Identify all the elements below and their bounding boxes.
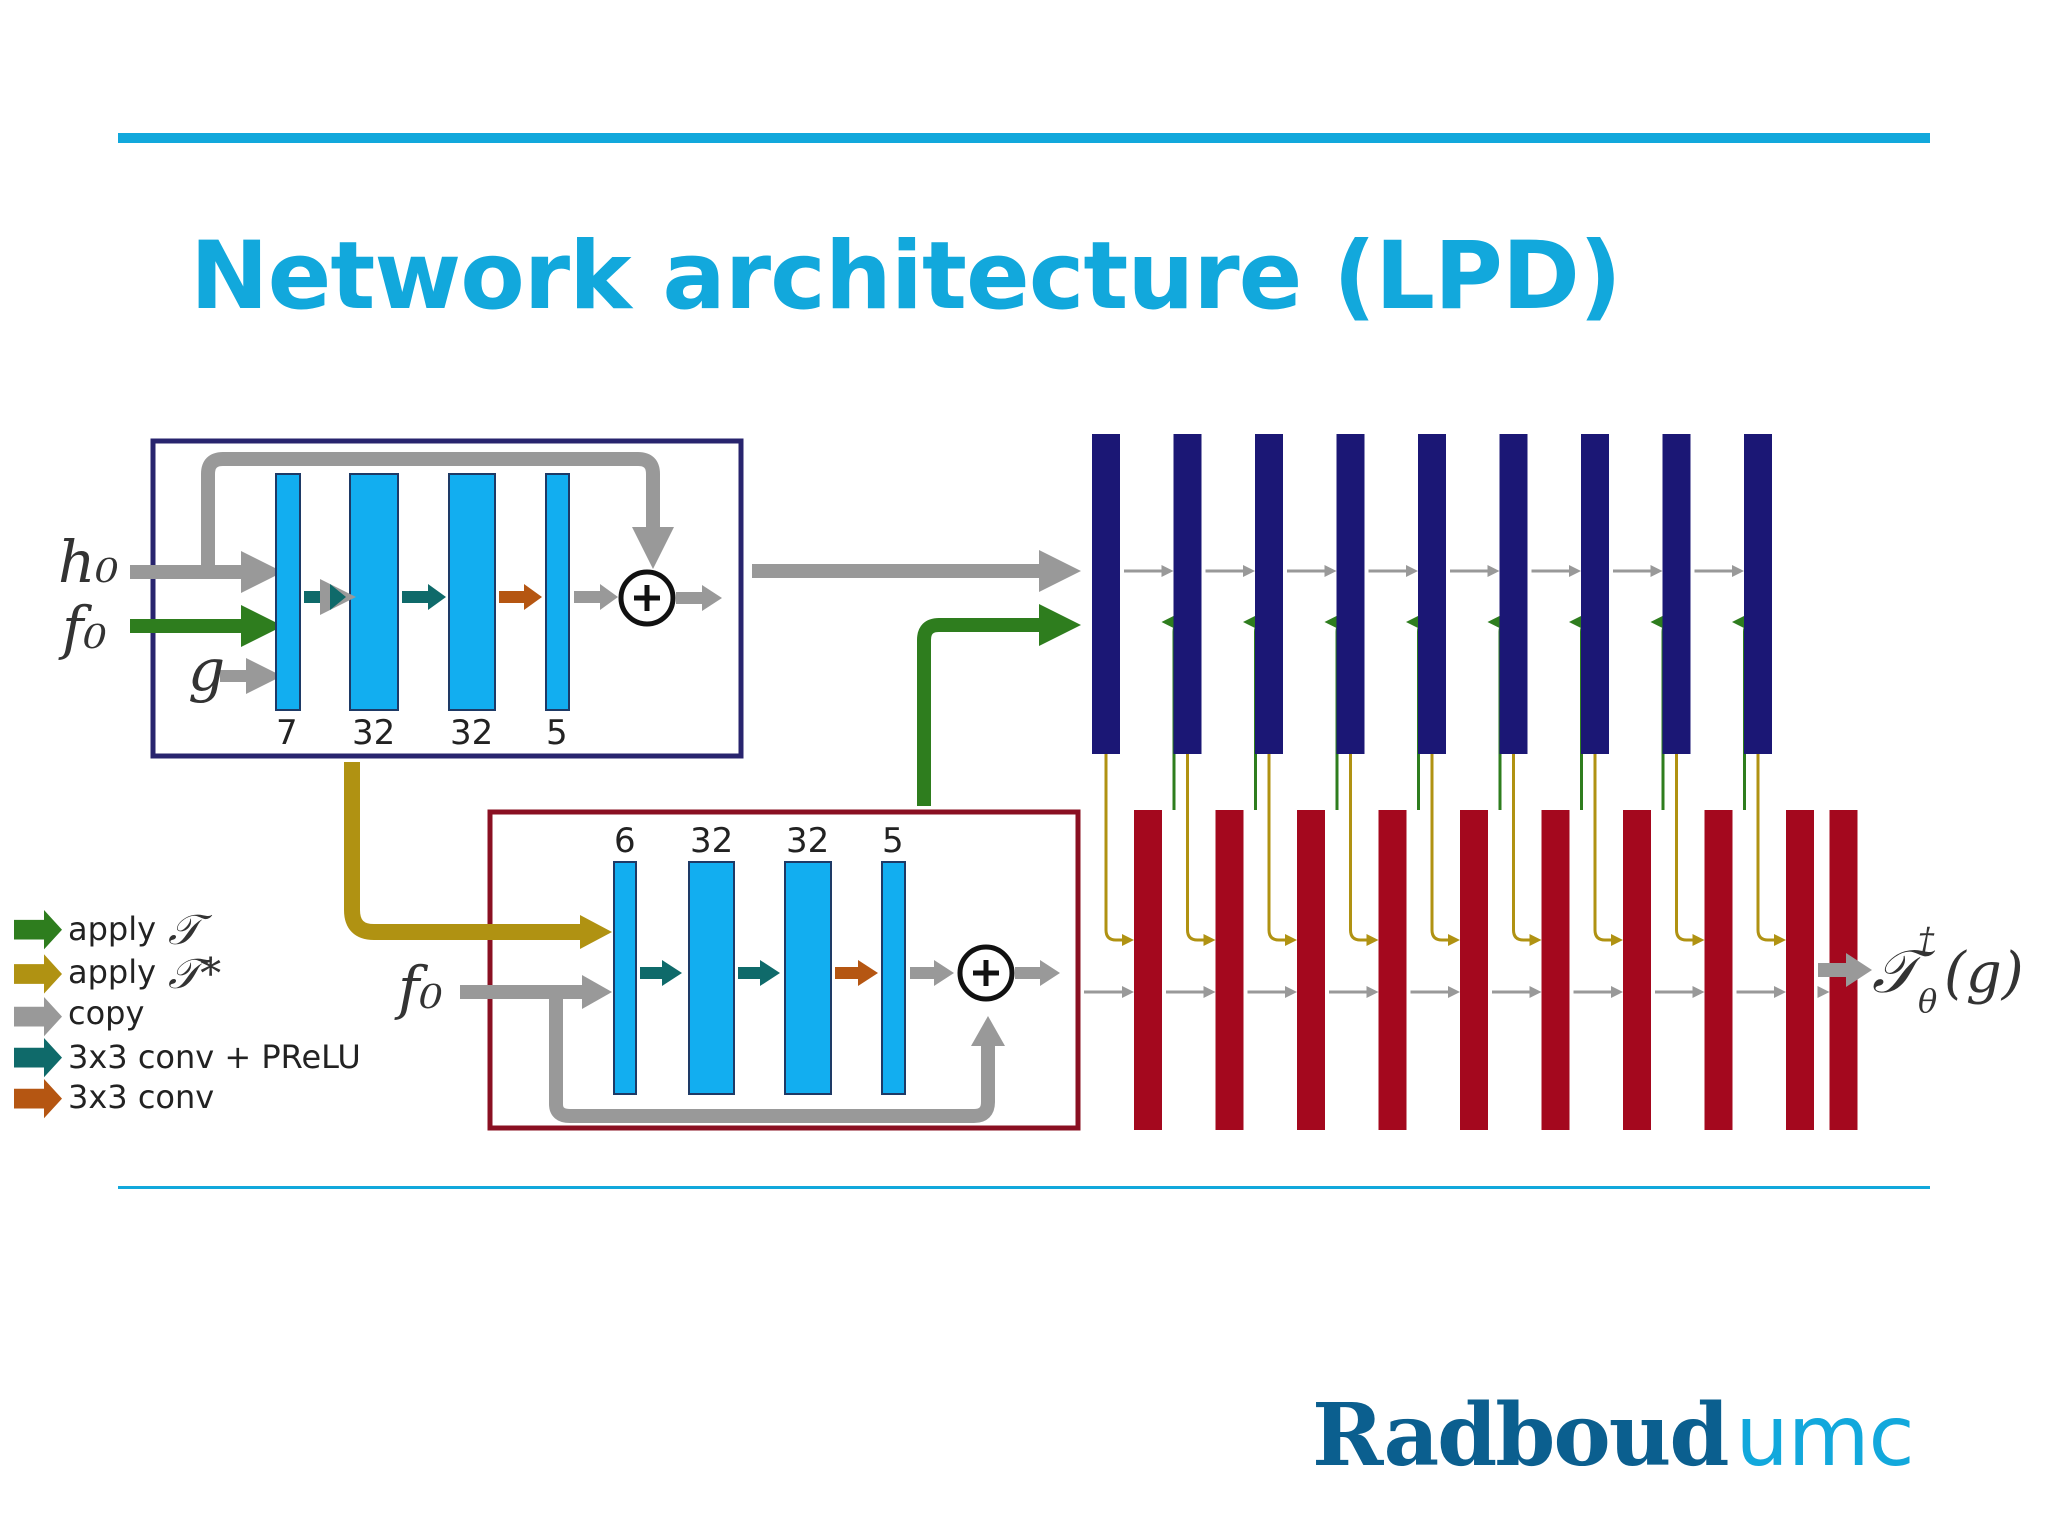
primal-iteration-bar	[1581, 434, 1609, 754]
g-label: g	[188, 636, 225, 704]
primal-iteration-bar	[1662, 434, 1691, 754]
primal-iteration-bar	[1092, 434, 1120, 754]
dual-channel-32a: 32	[690, 821, 733, 861]
primal-channel-32a: 32	[352, 713, 395, 753]
primal-layer-1	[275, 473, 301, 711]
adjoint-connector	[1593, 754, 1623, 946]
slide-title: Network architecture (LPD)	[190, 222, 1622, 331]
primal-layer-3	[448, 473, 496, 711]
primal-iteration-bar	[1255, 434, 1283, 754]
h0-label: h₀	[58, 528, 119, 596]
dual-iteration-bar	[1786, 810, 1814, 1130]
f0-label-dual: f₀	[394, 954, 443, 1022]
primal-channel-7: 7	[276, 713, 298, 753]
dual-layer-3	[784, 861, 832, 1095]
dual-channel-6: 6	[614, 821, 636, 861]
adjoint-connector	[1267, 754, 1297, 946]
legend-item-apply-T: apply 𝒯	[14, 905, 213, 954]
legend: apply 𝒯 apply 𝒯* copy 3x3 conv + PReLU 3…	[14, 905, 361, 1119]
dual-channel-32b: 32	[786, 821, 829, 861]
primal-iteration-bar	[1744, 434, 1772, 754]
primal-layer-2	[349, 473, 399, 711]
output-theta: θ	[1918, 982, 1937, 1020]
apply-adjoint-arrow	[344, 762, 614, 956]
legend-label-conv: 3x3 conv	[68, 1078, 214, 1116]
dual-iteration-bar	[1704, 810, 1733, 1130]
primal-channel-32b: 32	[450, 713, 493, 753]
primal-channel-5: 5	[546, 713, 568, 753]
dual-channel-5: 5	[882, 821, 904, 861]
logo-radboud: Radboud	[1312, 1385, 1729, 1486]
f0-label-primal: f₀	[58, 594, 107, 662]
unrolled-iterations	[1084, 434, 1858, 1130]
primal-iteration-bar	[1418, 434, 1446, 754]
legend-item-conv-prelu: 3x3 conv + PReLU	[14, 1037, 361, 1078]
legend-label-conv-prelu: 3x3 conv + PReLU	[68, 1038, 361, 1076]
adjoint-connector	[1430, 754, 1460, 946]
apply-forward-arrow	[917, 604, 1081, 806]
radboudumc-logo: Radboudumc	[1312, 1385, 1915, 1486]
adjoint-connector	[1186, 754, 1216, 946]
logo-umc: umc	[1735, 1387, 1914, 1485]
top-rule	[118, 133, 1930, 143]
legend-item-conv: 3x3 conv	[14, 1078, 214, 1119]
legend-label-apply-Tstar: apply	[68, 953, 156, 991]
dual-skip-arrow	[549, 992, 995, 1123]
dual-iteration-bar	[1134, 810, 1162, 1130]
dual-layer-4	[881, 861, 906, 1095]
bottom-rule	[118, 1186, 1930, 1189]
primal-skip-arrow	[201, 452, 674, 572]
dual-iteration-bar	[1215, 810, 1244, 1130]
primal-iteration-bar	[1173, 434, 1202, 754]
legend-label-copy: copy	[68, 994, 144, 1032]
dual-layer-1	[613, 861, 637, 1095]
dual-iteration-bar	[1297, 810, 1325, 1130]
adjoint-connector	[1675, 754, 1705, 946]
output-argument: (g)	[1944, 941, 2024, 1006]
dual-iteration-bar	[1378, 810, 1407, 1130]
legend-item-apply-Tstar: apply 𝒯*	[14, 949, 221, 998]
legend-symbol-T: 𝒯	[168, 905, 213, 954]
primal-iteration-bar	[1336, 434, 1365, 754]
dual-iteration-bar	[1541, 810, 1570, 1130]
legend-symbol-Tstar: 𝒯*	[168, 949, 221, 998]
dual-layer-2	[688, 861, 735, 1095]
primal-layer-4	[545, 473, 570, 711]
legend-item-copy: copy	[14, 994, 144, 1037]
legend-label-apply-T: apply	[68, 910, 156, 948]
adjoint-connector	[1104, 754, 1134, 946]
dual-iteration-bar	[1460, 810, 1488, 1130]
dual-iteration-bar	[1623, 810, 1651, 1130]
primal-iteration-bar	[1499, 434, 1528, 754]
adjoint-connector	[1756, 754, 1786, 946]
output-dagger: †	[1918, 920, 1935, 958]
adjoint-connector	[1512, 754, 1542, 946]
adjoint-connector	[1349, 754, 1379, 946]
